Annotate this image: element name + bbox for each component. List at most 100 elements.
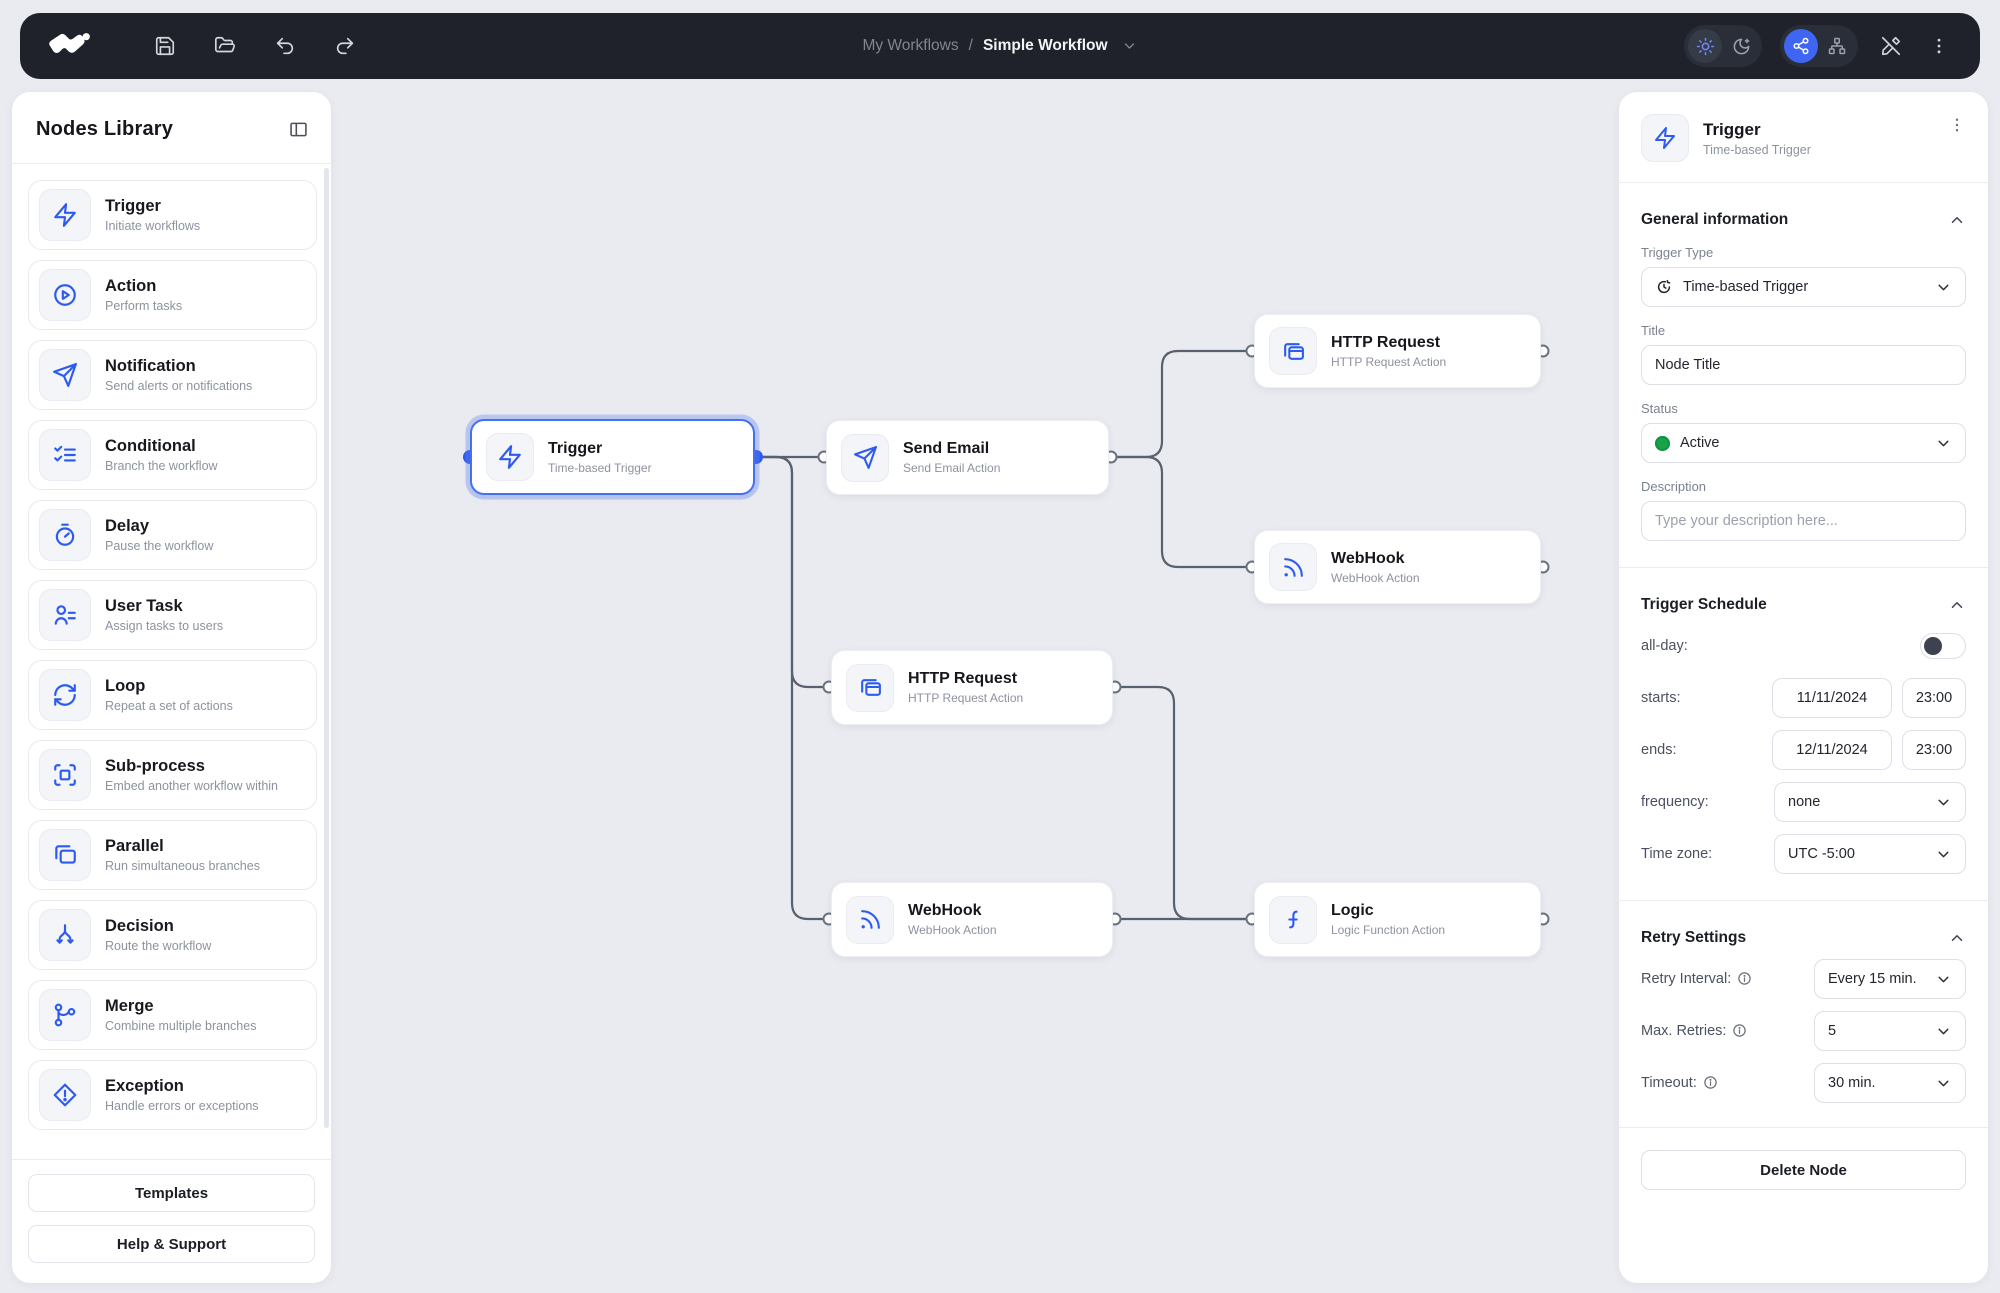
breadcrumb-parent[interactable]: My Workflows: [862, 37, 959, 54]
description-label: Description: [1641, 479, 1707, 494]
canvas-node-trigger[interactable]: Trigger Time-based Trigger: [470, 419, 755, 495]
item-title: Parallel: [105, 837, 164, 855]
library-item-conditional[interactable]: Conditional Branch the workflow: [28, 420, 317, 490]
delete-node-button[interactable]: Delete Node: [1641, 1150, 1966, 1190]
all-day-toggle[interactable]: [1920, 633, 1966, 659]
alert-diamond-icon: [39, 1069, 91, 1121]
trigger-type-select[interactable]: Time-based Trigger: [1641, 267, 1966, 307]
timeout-select[interactable]: 30 min.: [1814, 1063, 1966, 1103]
chevron-up-icon[interactable]: [1948, 929, 1966, 947]
library-item-user-task[interactable]: User Task Assign tasks to users: [28, 580, 317, 650]
status-value: Active: [1680, 435, 1720, 451]
kebab-menu-icon[interactable]: [1924, 31, 1954, 61]
item-subtitle: Handle errors or exceptions: [105, 1099, 259, 1113]
node-title: WebHook: [1331, 549, 1405, 567]
description-input[interactable]: [1641, 501, 1966, 541]
library-item-parallel[interactable]: Parallel Run simultaneous branches: [28, 820, 317, 890]
canvas-node-logic[interactable]: Logic Logic Function Action: [1254, 882, 1541, 957]
timeout-value: 30 min.: [1828, 1075, 1876, 1091]
library-item-sub-process[interactable]: Sub-process Embed another workflow withi…: [28, 740, 317, 810]
item-title: Loop: [105, 677, 146, 695]
info-icon[interactable]: [1737, 971, 1752, 986]
retry-interval-select[interactable]: Every 15 min.: [1814, 959, 1966, 999]
library-item-decision[interactable]: Decision Route the workflow: [28, 900, 317, 970]
frequency-select[interactable]: none: [1774, 782, 1966, 822]
library-item-loop[interactable]: Loop Repeat a set of actions: [28, 660, 317, 730]
chevron-up-icon[interactable]: [1948, 596, 1966, 614]
canvas-node-http-request-top[interactable]: HTTP Request HTTP Request Action: [1254, 314, 1541, 388]
item-title: Exception: [105, 1077, 184, 1095]
moon-icon[interactable]: [1724, 29, 1758, 63]
theme-toggle: [1684, 25, 1762, 67]
sun-icon[interactable]: [1688, 29, 1722, 63]
canvas-node-http-request-mid[interactable]: HTTP Request HTTP Request Action: [831, 650, 1113, 725]
timezone-label: Time zone:: [1641, 846, 1713, 862]
pen-off-icon[interactable]: [1876, 31, 1906, 61]
node-subtitle: HTTP Request Action: [1331, 354, 1447, 369]
app-logo-icon[interactable]: [46, 30, 92, 62]
item-subtitle: Initiate workflows: [105, 219, 201, 233]
folder-open-icon[interactable]: [210, 31, 240, 61]
zap-icon: [486, 433, 534, 481]
save-icon[interactable]: [150, 31, 180, 61]
chevron-down-icon: [1935, 794, 1952, 811]
node-title: Logic: [1331, 902, 1374, 919]
starts-label: starts:: [1641, 690, 1681, 706]
play-circle-icon: [39, 269, 91, 321]
ends-time-input[interactable]: 23:00: [1902, 730, 1966, 770]
divider: [12, 163, 331, 164]
library-item-trigger[interactable]: Trigger Initiate workflows: [28, 180, 317, 250]
library-item-action[interactable]: Action Perform tasks: [28, 260, 317, 330]
redo-icon[interactable]: [330, 31, 360, 61]
title-input[interactable]: [1641, 345, 1966, 385]
timezone-select[interactable]: UTC -5:00: [1774, 834, 1966, 874]
undo-icon[interactable]: [270, 31, 300, 61]
item-subtitle: Perform tasks: [105, 299, 183, 313]
node-subtitle: Send Email Action: [903, 461, 1001, 475]
item-title: Trigger: [105, 197, 161, 215]
browser-icon: [846, 663, 894, 712]
sidebar-title: Nodes Library: [36, 118, 174, 140]
sitemap-icon[interactable]: [1820, 29, 1854, 63]
retry-interval-label: Retry Interval:: [1641, 971, 1732, 987]
share-graph-icon[interactable]: [1784, 29, 1818, 63]
panel-left-icon[interactable]: [288, 119, 309, 140]
library-item-notification[interactable]: Notification Send alerts or notification…: [28, 340, 317, 410]
item-title: Sub-process: [105, 757, 205, 775]
canvas-node-send-email[interactable]: Send Email Send Email Action: [826, 420, 1109, 495]
templates-button[interactable]: Templates: [28, 1174, 315, 1212]
title-label: Title: [1641, 323, 1666, 338]
node-title: HTTP Request: [908, 670, 1018, 687]
kebab-menu-icon[interactable]: [1948, 116, 1966, 134]
starts-date-input[interactable]: 11/11/2024: [1772, 678, 1892, 718]
info-icon[interactable]: [1703, 1075, 1718, 1090]
node-title: Trigger: [548, 439, 603, 457]
breadcrumb-separator: /: [968, 37, 973, 54]
sidebar-scrollbar[interactable]: [324, 168, 329, 1128]
send-icon: [39, 349, 91, 401]
node-title: WebHook: [908, 902, 982, 919]
starts-time-input[interactable]: 23:00: [1902, 678, 1966, 718]
webhook-icon: [846, 895, 894, 944]
canvas-node-webhook-bottom[interactable]: WebHook WebHook Action: [831, 882, 1113, 957]
library-item-exception[interactable]: Exception Handle errors or exceptions: [28, 1060, 317, 1130]
canvas-node-webhook-mid[interactable]: WebHook WebHook Action: [1254, 530, 1541, 604]
chevron-up-icon[interactable]: [1948, 211, 1966, 229]
nodes-library-sidebar: Nodes Library Trigger Initiate workflows…: [12, 92, 331, 1283]
library-item-merge[interactable]: Merge Combine multiple branches: [28, 980, 317, 1050]
library-item-delay[interactable]: Delay Pause the workflow: [28, 500, 317, 570]
chevron-down-icon[interactable]: [1122, 38, 1138, 54]
view-toggle: [1780, 25, 1858, 67]
chevron-down-icon: [1935, 846, 1952, 863]
max-retries-select[interactable]: 5: [1814, 1011, 1966, 1051]
help-support-button[interactable]: Help & Support: [28, 1225, 315, 1263]
status-select[interactable]: Active: [1641, 423, 1966, 463]
info-icon[interactable]: [1732, 1023, 1747, 1038]
nodes-library-list: Trigger Initiate workflows Action Perfor…: [12, 164, 331, 1159]
ends-date-input[interactable]: 12/11/2024: [1772, 730, 1892, 770]
send-icon: [841, 433, 889, 482]
clock-reset-icon: [1655, 278, 1673, 296]
max-retries-label: Max. Retries:: [1641, 1023, 1727, 1039]
zap-icon: [39, 189, 91, 241]
